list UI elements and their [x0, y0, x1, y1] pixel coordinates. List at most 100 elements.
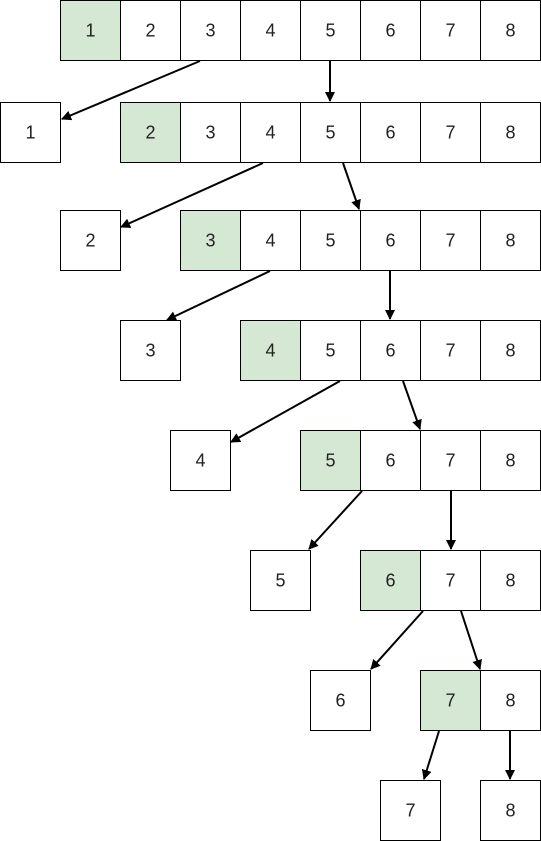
extracted-item-6-label: 6 — [335, 691, 345, 711]
extracted-item-7-box — [380, 780, 441, 841]
array-row-4-cell-5: 8 — [480, 320, 541, 381]
array-row-6-cell-1-box — [360, 550, 421, 611]
extracted-item-5-box — [250, 550, 311, 611]
array-row-2-cell-6-label: 7 — [445, 123, 455, 143]
array-row-5-cell-3-label: 7 — [445, 451, 455, 471]
array-row-3-cell-4-box — [360, 210, 421, 271]
array-row-1-cell-8: 8 — [480, 0, 541, 61]
array-row-3-cell-4: 6 — [360, 210, 421, 271]
arrow-extract-2 — [120, 162, 264, 228]
array-row-1-cell-6: 6 — [360, 0, 421, 61]
array-row-4-cell-1-label: 4 — [265, 341, 275, 361]
extracted-item-6: 6 — [310, 670, 371, 731]
array-row-2-cell-1-label: 2 — [145, 123, 155, 143]
array-row-3-cell-3: 5 — [300, 210, 361, 271]
array-row-3-cell-6: 8 — [480, 210, 541, 271]
array-row-1-cell-4-label: 4 — [265, 21, 275, 41]
array-row-5-cell-2-label: 6 — [385, 451, 395, 471]
array-row-2-cell-5-label: 6 — [385, 123, 395, 143]
array-row-3-cell-2: 4 — [240, 210, 301, 271]
arrow-recurse-4 — [402, 380, 422, 430]
array-row-7-cell-1: 7 — [420, 670, 481, 731]
extracted-item-1: 1 — [0, 102, 61, 163]
array-row-6-cell-1: 6 — [360, 550, 421, 611]
array-row-4-cell-3: 6 — [360, 320, 421, 381]
array-row-1-cell-3-label: 3 — [205, 21, 215, 41]
array-row-7-cell-1-box — [420, 670, 481, 731]
array-row-1-cell-2: 2 — [120, 0, 181, 61]
extracted-item-1-box — [0, 102, 61, 163]
arrow-extract-1 — [61, 60, 201, 121]
array-row-1-cell-2-label: 2 — [145, 21, 155, 41]
arrow-extract-7 — [421, 730, 440, 780]
array-row-6-cell-2-box — [420, 550, 481, 611]
array-row-4-cell-3-label: 6 — [385, 341, 395, 361]
array-row-1-cell-5-box — [300, 0, 361, 61]
array-row-4-cell-2-box — [300, 320, 361, 381]
arrow-extract-4 — [230, 380, 341, 443]
array-row-3-cell-2-box — [240, 210, 301, 271]
array-row-2-cell-7: 8 — [480, 102, 541, 163]
extracted-item-7-label: 7 — [405, 801, 415, 821]
array-row-7-cell-1-label: 7 — [445, 691, 455, 711]
array-row-1-cell-3: 3 — [180, 0, 241, 61]
array-row-1-cell-7: 7 — [420, 0, 481, 61]
array-row-2-cell-2-box — [180, 102, 241, 163]
array-row-2-cell-6-box — [420, 102, 481, 163]
array-row-1-cell-1-label: 1 — [85, 21, 95, 41]
arrows-layer — [61, 60, 515, 780]
array-row-5-cell-1-box — [300, 430, 361, 491]
extracted-item-3-box — [120, 320, 181, 381]
extracted-item-5-label: 5 — [275, 571, 285, 591]
array-row-3-cell-6-label: 8 — [505, 231, 515, 251]
array-row-6-cell-3-label: 8 — [505, 571, 515, 591]
extracted-item-8: 8 — [480, 780, 541, 841]
array-row-3-cell-3-box — [300, 210, 361, 271]
array-row-2-cell-2: 3 — [180, 102, 241, 163]
extracted-item-4: 4 — [170, 430, 231, 491]
extracted-item-6-box — [310, 670, 371, 731]
array-row-1-cell-4: 4 — [240, 0, 301, 61]
array-row-4-cell-1: 4 — [240, 320, 301, 381]
array-row-4-cell-4: 7 — [420, 320, 481, 381]
array-row-4-cell-1-box — [240, 320, 301, 381]
array-row-1-cell-4-box — [240, 0, 301, 61]
arrow-recurse-6 — [460, 610, 482, 670]
array-row-3-cell-5-box — [420, 210, 481, 271]
array-row-5-cell-4-label: 8 — [505, 451, 515, 471]
arrow-recurse-2 — [342, 162, 361, 210]
arrow-extract-5 — [308, 490, 363, 550]
array-row-3-cell-4-label: 6 — [385, 231, 395, 251]
array-row-5-cell-3-box — [420, 430, 481, 491]
array-row-3-cell-3-label: 5 — [325, 231, 335, 251]
array-row-7-cell-2-label: 8 — [505, 691, 515, 711]
array-row-2-cell-5: 6 — [360, 102, 421, 163]
extracted-item-3-label: 3 — [145, 341, 155, 361]
array-row-5-cell-3: 7 — [420, 430, 481, 491]
array-row-1-cell-2-box — [120, 0, 181, 61]
array-row-5-cell-1-label: 5 — [325, 451, 335, 471]
array-row-2-cell-3: 4 — [240, 102, 301, 163]
array-row-1-cell-5: 5 — [300, 0, 361, 61]
array-row-3-cell-5-label: 7 — [445, 231, 455, 251]
array-row-5-cell-1: 5 — [300, 430, 361, 491]
arrow-extract-6 — [370, 610, 424, 670]
array-row-2-cell-7-box — [480, 102, 541, 163]
array-row-5-cell-4-box — [480, 430, 541, 491]
extracted-item-5: 5 — [250, 550, 311, 611]
array-row-2-cell-6: 7 — [420, 102, 481, 163]
array-row-2-cell-1-box — [120, 102, 181, 163]
array-row-7-cell-2: 8 — [480, 670, 541, 731]
extracted-item-2-label: 2 — [85, 231, 95, 251]
extracted-item-8-label: 8 — [505, 801, 515, 821]
array-row-1-cell-7-box — [420, 0, 481, 61]
array-row-6-cell-1-label: 6 — [385, 571, 395, 591]
array-row-2-cell-7-label: 8 — [505, 123, 515, 143]
array-row-4-cell-5-box — [480, 320, 541, 381]
extracted-item-4-box — [170, 430, 231, 491]
array-row-1-cell-7-label: 7 — [445, 21, 455, 41]
array-row-1-cell-8-box — [480, 0, 541, 61]
array-row-1-cell-5-label: 5 — [325, 21, 335, 41]
